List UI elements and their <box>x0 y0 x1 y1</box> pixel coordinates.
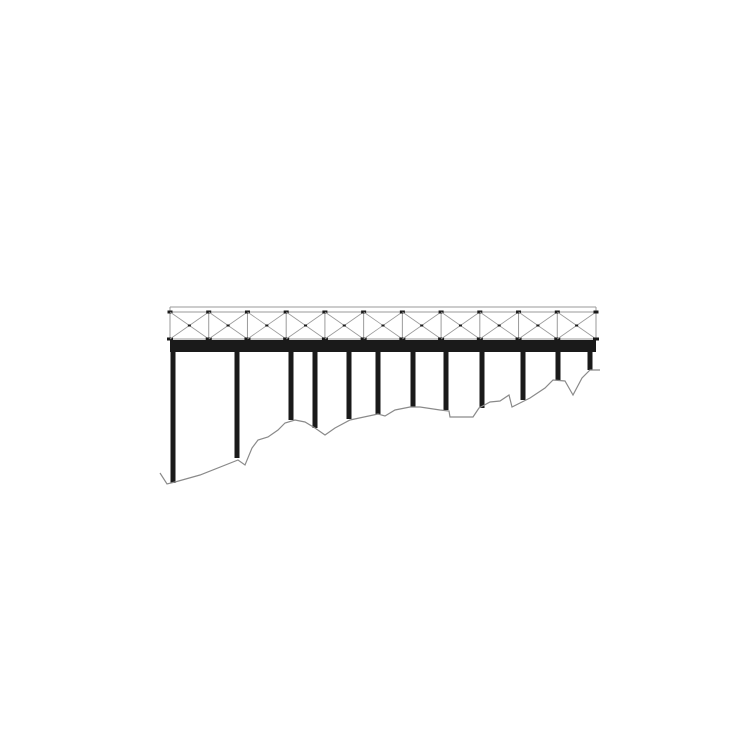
truss-cross-node <box>497 324 501 327</box>
truss-cross-node <box>265 324 269 327</box>
pier <box>555 352 561 380</box>
ground-profile <box>159 369 600 485</box>
truss-cross-node <box>536 324 540 327</box>
pier <box>587 352 593 370</box>
truss-node <box>593 310 599 314</box>
truss-cross-node <box>420 324 424 327</box>
truss-cross-node <box>304 324 308 327</box>
pier <box>234 352 240 458</box>
pier <box>479 352 485 408</box>
truss-cross-node <box>187 324 191 327</box>
truss-cross-node <box>342 324 346 327</box>
pier <box>312 352 318 428</box>
truss <box>167 306 599 341</box>
piers <box>170 352 593 483</box>
truss-cross-node <box>575 324 579 327</box>
deck-girder <box>170 340 596 352</box>
truss-cross-node <box>381 324 385 327</box>
pier <box>520 352 526 400</box>
truss-cross-node <box>458 324 462 327</box>
truss-cross-node <box>226 324 230 327</box>
pier <box>410 352 416 407</box>
pier <box>346 352 352 419</box>
pier <box>375 352 381 414</box>
pier <box>443 352 449 410</box>
pier <box>170 352 176 483</box>
pier <box>288 352 294 420</box>
truss-node <box>593 337 599 341</box>
